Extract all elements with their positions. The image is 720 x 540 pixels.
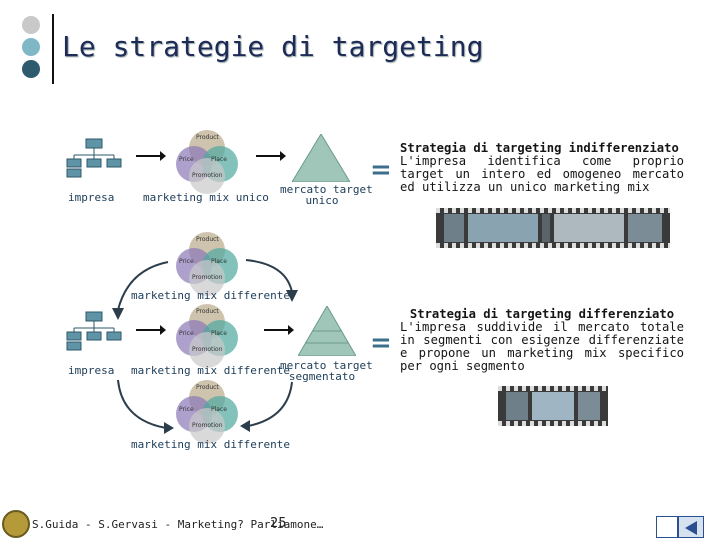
venn-product-label: Product xyxy=(196,384,219,391)
venn-place-label: Place xyxy=(211,258,227,265)
target-pyramid-icon xyxy=(292,134,350,182)
mix-differente-label-top: marketing mix differente xyxy=(131,289,290,302)
differenziato-heading: Strategia di targeting differenziato xyxy=(409,307,675,321)
venn-promotion-label: Promotion xyxy=(192,422,223,429)
org-chart-icon xyxy=(66,138,122,178)
darkteal-dot xyxy=(22,60,40,78)
arrow-right-icon xyxy=(256,151,286,161)
mix-unico-label: marketing mix unico xyxy=(143,191,269,204)
marketing-mix-venn-1: Product Price Place Promotion xyxy=(176,232,238,296)
film-strip-1 xyxy=(436,208,670,248)
nav-back-button[interactable] xyxy=(678,516,704,538)
mix-differente-label-bottom: marketing mix differente xyxy=(131,438,290,451)
indifferenziato-text: Strategia di targeting indifferenziato L… xyxy=(400,142,684,194)
venn-price-label: Price xyxy=(179,258,194,265)
back-arrow-icon xyxy=(685,521,697,535)
arrow-right-icon xyxy=(136,151,166,161)
venn-promotion-label: Promotion xyxy=(192,172,223,179)
equals-sign-2: = xyxy=(370,328,392,358)
venn-product-label: Product xyxy=(196,134,219,141)
lightblue-dot xyxy=(22,38,40,56)
arrow-right-icon xyxy=(136,325,166,335)
page-number: 25 xyxy=(270,516,287,531)
venn-price-label: Price xyxy=(179,330,194,337)
marketing-mix-venn: Product Price Place Promotion xyxy=(176,130,238,194)
venn-promotion-label: Promotion xyxy=(192,274,223,281)
venn-place-label: Place xyxy=(211,406,227,413)
segmented-pyramid-icon xyxy=(298,306,356,356)
marketing-mix-venn-2: Product Price Place Promotion xyxy=(176,304,238,368)
venn-price-label: Price xyxy=(179,406,194,413)
venn-price-label: Price xyxy=(179,156,194,163)
equals-sign: = xyxy=(370,155,392,185)
marketing-mix-venn-3: Product Price Place Promotion xyxy=(176,380,238,444)
impresa-label-2: impresa xyxy=(68,364,115,377)
venn-product-label: Product xyxy=(196,308,219,315)
title-divider xyxy=(52,14,54,84)
differenziato-text: Strategia di targeting differenziato L'i… xyxy=(400,308,684,373)
bullet-dots xyxy=(22,16,42,82)
slide-title: Le strategie di targeting xyxy=(62,30,484,63)
indifferenziato-heading: Strategia di targeting indifferenziato xyxy=(400,141,679,155)
nav-home-button[interactable] xyxy=(656,516,678,538)
university-seal-icon xyxy=(2,510,30,538)
mix-differente-label-mid: marketing mix differente xyxy=(131,364,290,377)
mercato-unico-line2: unico xyxy=(305,194,339,207)
differenziato-body: L'impresa suddivide il mercato totale in… xyxy=(400,320,684,373)
film-strip-2 xyxy=(498,386,608,426)
footer-credit: S.Guida - S.Gervasi - Marketing? Parliam… xyxy=(32,518,324,531)
mercato-unico-line1: mercato target xyxy=(280,183,373,196)
mercato-seg-line2: segmentato xyxy=(288,370,356,383)
arrow-right-icon xyxy=(264,325,294,335)
curved-arrows xyxy=(112,259,298,434)
org-chart-icon-2 xyxy=(66,311,122,351)
indifferenziato-body: L'impresa identifica come proprio target… xyxy=(400,154,684,194)
venn-promotion-label: Promotion xyxy=(192,346,223,353)
mercato-segmentato-label: mercato target segmentato xyxy=(280,359,373,383)
mercato-seg-line1: mercato target xyxy=(280,359,373,372)
venn-place-label: Place xyxy=(211,330,227,337)
mercato-unico-label: mercato target unico xyxy=(280,183,373,207)
grey-dot xyxy=(22,16,40,34)
impresa-label: impresa xyxy=(68,191,115,204)
venn-product-label: Product xyxy=(196,236,219,243)
venn-place-label: Place xyxy=(211,156,227,163)
